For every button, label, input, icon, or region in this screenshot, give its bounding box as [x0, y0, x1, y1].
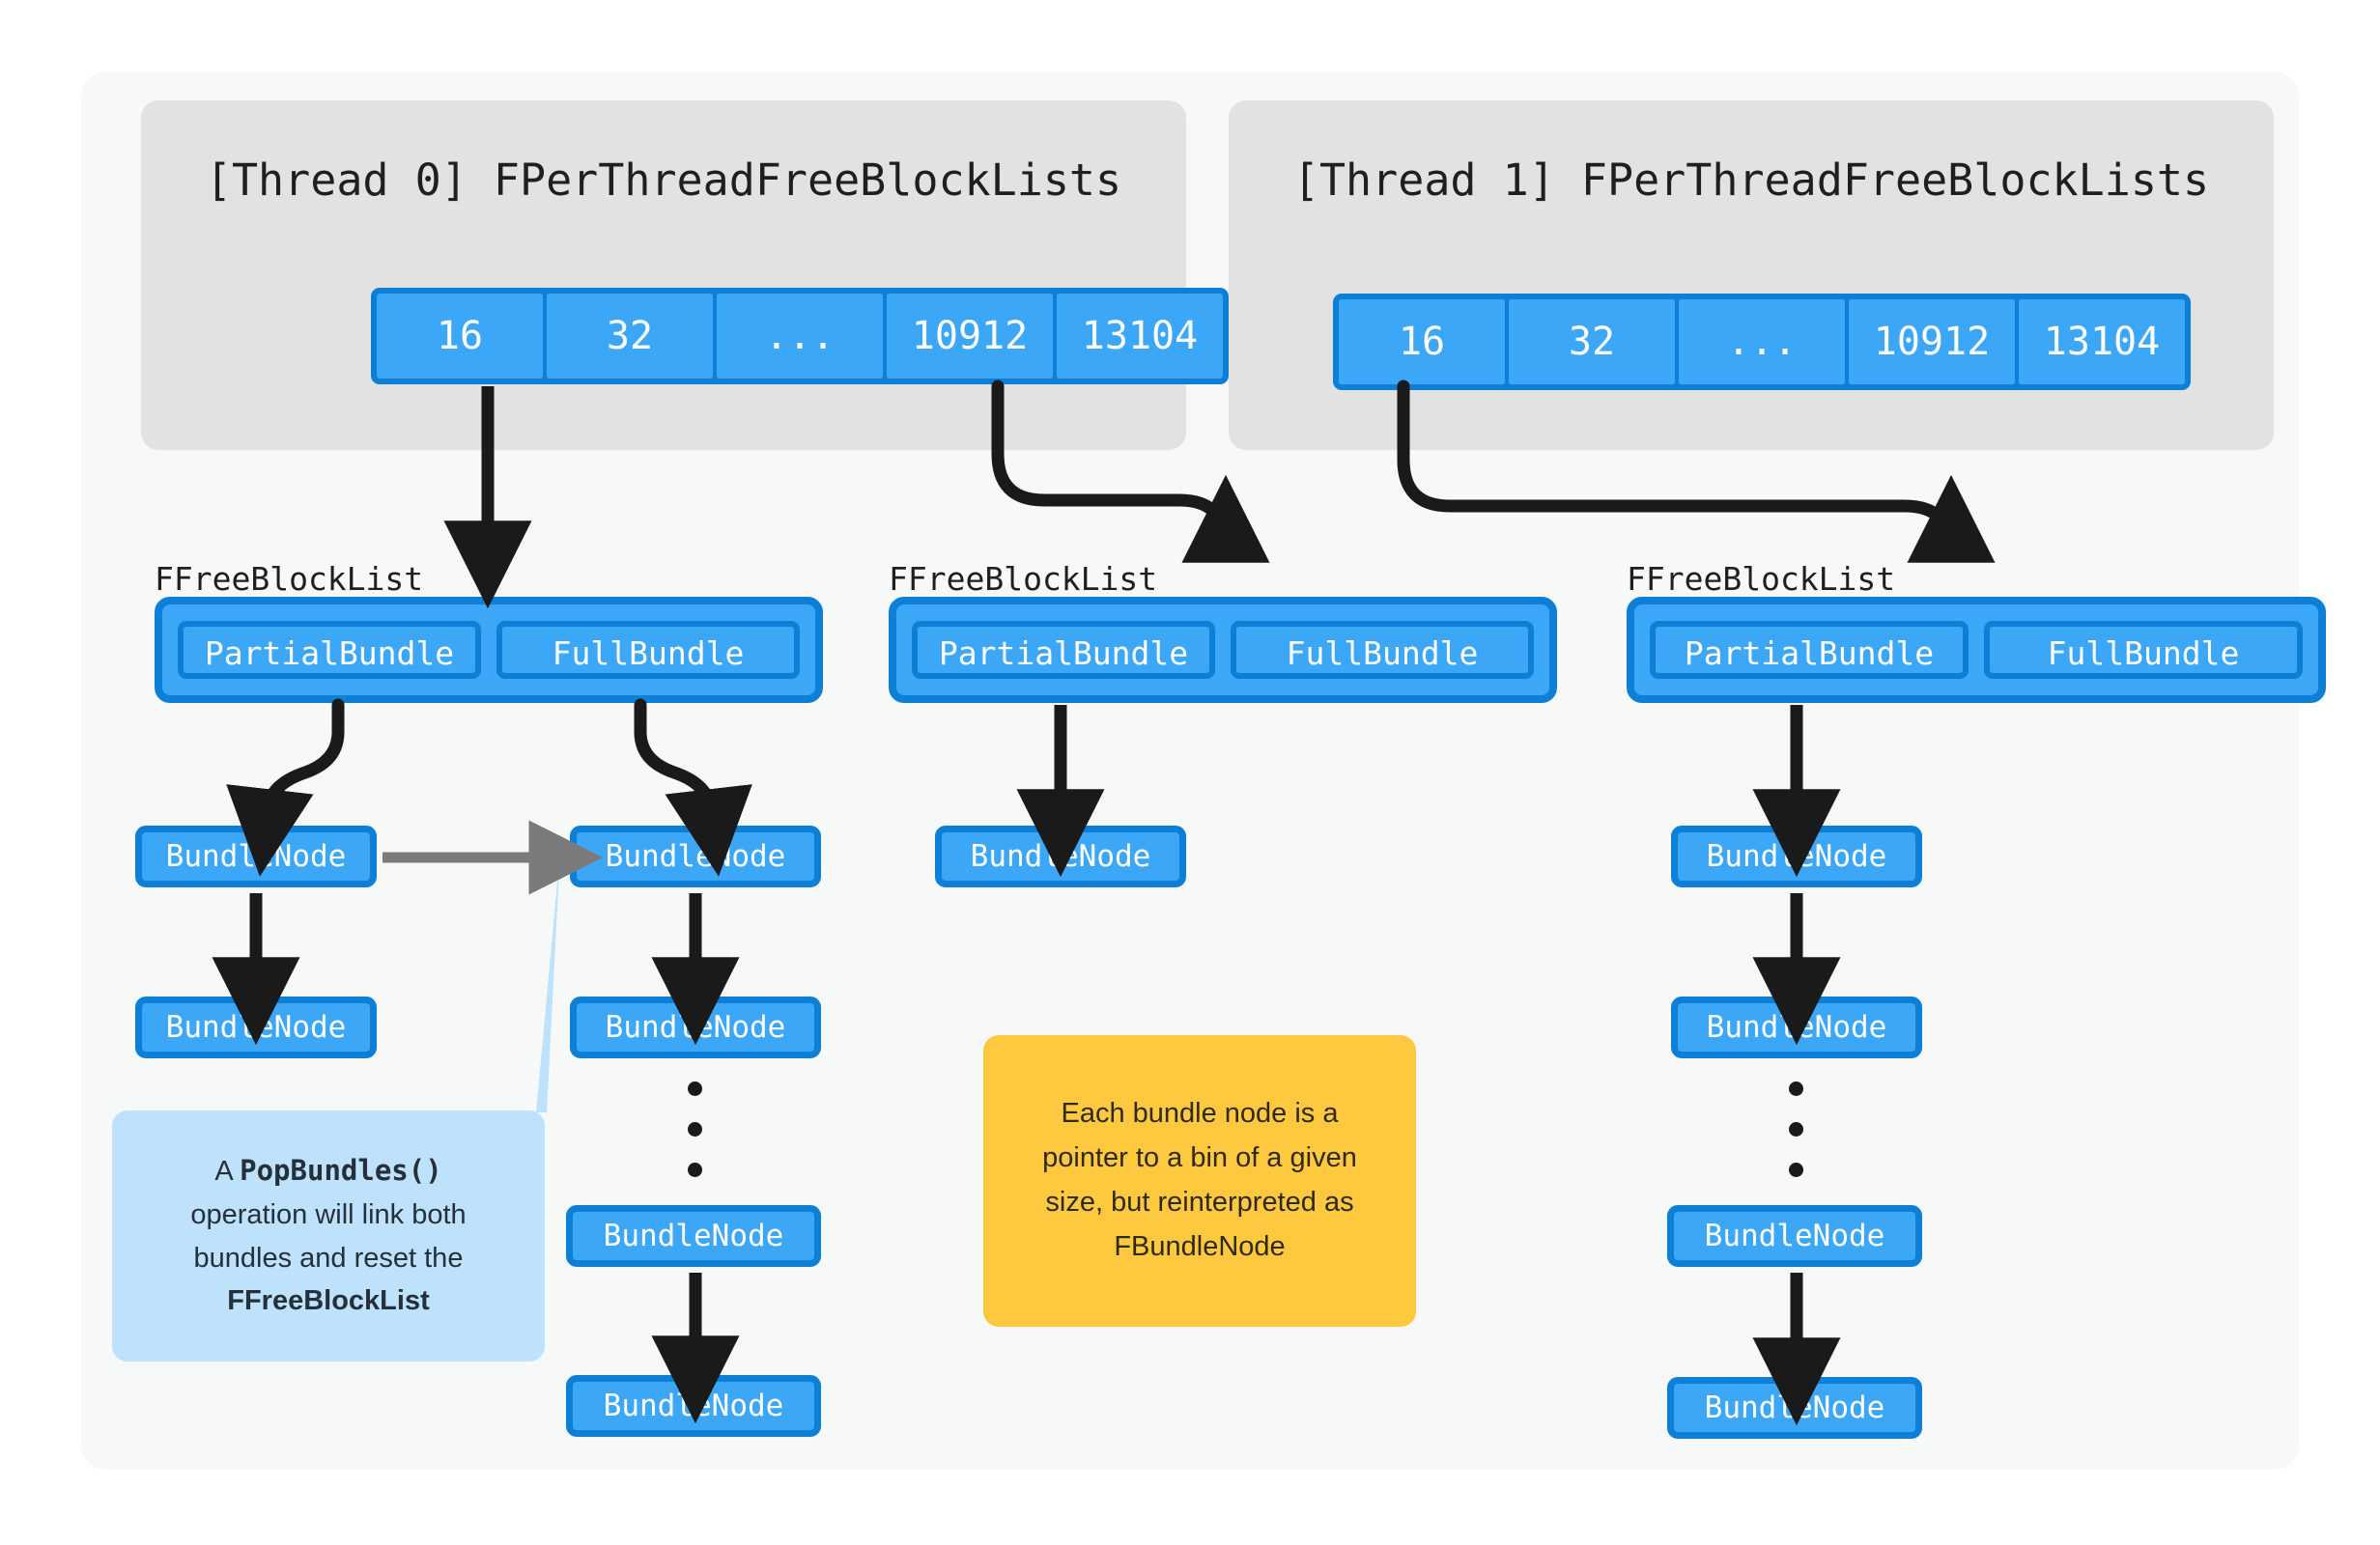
bundle-node[interactable]: BundleNode — [566, 1375, 821, 1437]
chain-ellipsis — [688, 1082, 702, 1177]
fbl-box-1: PartialBundle FullBundle — [889, 597, 1557, 703]
bundle-node[interactable]: BundleNode — [1667, 1377, 1922, 1439]
chain-ellipsis — [1789, 1082, 1803, 1177]
bin-cell[interactable]: ... — [1679, 299, 1845, 384]
bundle-node[interactable]: BundleNode — [566, 1205, 821, 1267]
fbl-label-1: FFreeBlockList — [889, 560, 1158, 598]
bin-cell[interactable]: 16 — [1339, 299, 1505, 384]
ellipsis-dot — [688, 1122, 702, 1137]
callout-line1-code: PopBundles() — [240, 1153, 442, 1187]
fbl-box-0: PartialBundle FullBundle — [155, 597, 823, 703]
ellipsis-dot — [688, 1163, 702, 1177]
note-line2: pointer to a bin of a given — [1042, 1142, 1357, 1174]
bundle-node[interactable]: BundleNode — [1671, 826, 1922, 887]
bin-cell[interactable]: 32 — [547, 294, 713, 379]
bin-cell[interactable]: 16 — [377, 294, 543, 379]
note-line1: Each bundle node is a — [1061, 1098, 1339, 1130]
bundle-node[interactable]: BundleNode — [570, 997, 821, 1058]
thread-0-title: [Thread 0] FPerThreadFreeBlockLists — [205, 154, 1122, 206]
fbl-label-2: FFreeBlockList — [1627, 560, 1896, 598]
bin-cell[interactable]: 13104 — [2019, 299, 2185, 384]
bin-cell[interactable]: 10912 — [887, 294, 1053, 379]
bundle-node[interactable]: BundleNode — [1667, 1205, 1922, 1267]
thread-1-bin-strip: 16 32 ... 10912 13104 — [1333, 294, 2191, 390]
full-bundle-slot[interactable]: FullBundle — [496, 621, 800, 679]
thread-panel-0: [Thread 0] FPerThreadFreeBlockLists 16 3… — [141, 100, 1229, 450]
full-bundle-slot[interactable]: FullBundle — [1984, 621, 2303, 679]
bin-cell[interactable]: ... — [717, 294, 883, 379]
callout-line1-prefix: A — [214, 1155, 241, 1187]
bundlenode-note-callout: Each bundle node is a pointer to a bin o… — [983, 1035, 1416, 1327]
bundle-node[interactable]: BundleNode — [1671, 997, 1922, 1058]
ellipsis-dot — [1789, 1122, 1803, 1137]
partial-bundle-slot[interactable]: PartialBundle — [912, 621, 1215, 679]
callout-line4: FFreeBlockList — [227, 1285, 430, 1317]
note-line3: size, but reinterpreted as — [1045, 1187, 1354, 1218]
bundle-node[interactable]: BundleNode — [135, 997, 377, 1058]
partial-bundle-slot[interactable]: PartialBundle — [178, 621, 481, 679]
ellipsis-dot — [1789, 1163, 1803, 1177]
thread-0-bin-strip: 16 32 ... 10912 13104 — [371, 288, 1229, 384]
thread-panel-1: [Thread 1] FPerThreadFreeBlockLists 16 3… — [1229, 100, 2274, 450]
bin-cell[interactable]: 32 — [1509, 299, 1675, 384]
bundle-node[interactable]: BundleNode — [135, 826, 377, 887]
bundle-node[interactable]: BundleNode — [935, 826, 1186, 887]
full-bundle-slot[interactable]: FullBundle — [1231, 621, 1534, 679]
partial-bundle-slot[interactable]: PartialBundle — [1650, 621, 1969, 679]
thread-1-title: [Thread 1] FPerThreadFreeBlockLists — [1292, 154, 2210, 206]
fbl-label-0: FFreeBlockList — [155, 560, 424, 598]
ellipsis-dot — [1789, 1082, 1803, 1096]
bundle-node[interactable]: BundleNode — [570, 826, 821, 887]
fbl-box-2: PartialBundle FullBundle — [1627, 597, 2326, 703]
bin-cell[interactable]: 10912 — [1849, 299, 2015, 384]
ellipsis-dot — [688, 1082, 702, 1096]
callout-line3: bundles and reset the — [193, 1242, 464, 1274]
callout-line2: operation will link both — [190, 1198, 467, 1230]
bin-cell[interactable]: 13104 — [1057, 294, 1223, 379]
note-line4: FBundleNode — [1114, 1230, 1286, 1262]
popbundles-callout: A PopBundles() operation will link both … — [112, 1110, 545, 1362]
